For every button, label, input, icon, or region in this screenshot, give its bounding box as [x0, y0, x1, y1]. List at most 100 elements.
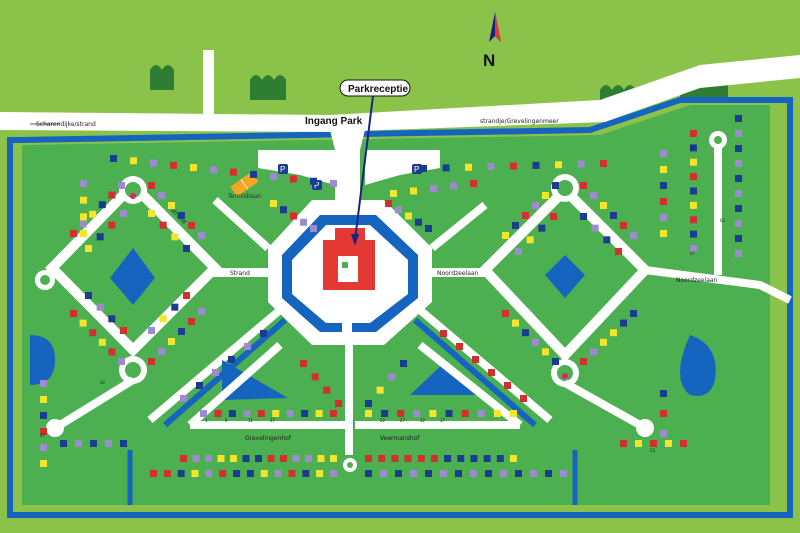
- house: [178, 212, 185, 219]
- house: [630, 310, 637, 317]
- house: [405, 212, 412, 220]
- house-number: 52: [650, 448, 656, 453]
- house: [150, 159, 157, 167]
- house: [85, 292, 92, 299]
- house: [205, 455, 212, 462]
- house: [660, 166, 667, 173]
- house: [690, 216, 697, 224]
- house: [735, 190, 742, 197]
- house: [620, 440, 627, 447]
- house: [735, 175, 742, 182]
- house: [120, 327, 127, 334]
- house: [118, 182, 125, 189]
- house: [610, 212, 617, 219]
- strand-road: [213, 268, 273, 277]
- noordzeelaan-label: Noordzeelaan: [437, 270, 479, 277]
- house: [205, 470, 213, 477]
- house: [735, 250, 742, 257]
- house: [150, 470, 157, 477]
- house: [158, 348, 165, 355]
- house: [98, 338, 106, 346]
- house: [148, 327, 155, 334]
- east-diamond-road: [478, 182, 652, 363]
- house: [580, 182, 587, 189]
- house: [365, 410, 372, 417]
- house: [75, 440, 82, 447]
- house: [302, 470, 310, 477]
- diagonal-nw: [212, 197, 271, 251]
- house: [365, 400, 372, 407]
- house: [110, 155, 117, 162]
- outer-canal: [7, 97, 793, 518]
- house: [98, 201, 106, 209]
- house: [470, 180, 477, 187]
- house: [660, 198, 667, 205]
- house: [219, 470, 227, 477]
- house: [70, 310, 77, 317]
- house: [735, 145, 742, 152]
- house: [404, 455, 412, 462]
- house: [80, 196, 87, 204]
- house: [198, 232, 205, 239]
- parking-symbol: P: [414, 165, 419, 174]
- house: [444, 455, 452, 462]
- se-roundabout: [636, 419, 654, 437]
- house: [526, 236, 534, 244]
- house: [502, 310, 509, 317]
- house: [500, 470, 507, 477]
- house: [171, 233, 179, 241]
- house: [365, 470, 372, 477]
- house: [660, 230, 667, 237]
- house: [660, 182, 667, 189]
- house: [520, 395, 527, 402]
- house: [512, 319, 519, 327]
- house: [96, 233, 104, 241]
- house: [255, 455, 262, 462]
- house: [200, 410, 207, 417]
- house: [288, 470, 296, 477]
- callout-box: [339, 79, 411, 97]
- house: [79, 319, 87, 327]
- house: [381, 410, 389, 417]
- house: [690, 173, 697, 181]
- house: [635, 440, 642, 447]
- house: [301, 410, 309, 417]
- house: [180, 395, 187, 402]
- grevelingenhof-label: Grevelingenhof: [245, 435, 292, 442]
- house: [532, 161, 540, 169]
- house: [178, 328, 185, 335]
- house: [130, 157, 137, 165]
- house: [630, 232, 637, 239]
- house: [461, 410, 469, 417]
- house: [274, 470, 282, 477]
- house: [120, 210, 127, 217]
- house: [376, 386, 384, 394]
- house: [230, 168, 237, 176]
- house: [257, 410, 265, 417]
- house: [600, 202, 607, 209]
- house: [615, 248, 622, 255]
- house: [188, 222, 195, 229]
- parking-east: [365, 150, 440, 185]
- house: [735, 205, 742, 212]
- roundabout-island: [125, 362, 141, 378]
- southeast-pond: [410, 362, 478, 395]
- north-label: N: [483, 51, 495, 70]
- house: [660, 410, 667, 417]
- house: [40, 460, 47, 467]
- house: [442, 164, 450, 172]
- reception-callout: Parkreceptie: [339, 79, 411, 246]
- east-corner-pond: [680, 335, 716, 396]
- house: [305, 455, 312, 462]
- house: [310, 177, 317, 185]
- house: [522, 329, 529, 337]
- house: [660, 214, 667, 221]
- house: [80, 213, 87, 221]
- house: [330, 180, 337, 187]
- house: [89, 329, 97, 337]
- house: [545, 470, 552, 477]
- house: [286, 410, 294, 417]
- house: [310, 225, 317, 232]
- inner-canal-west: [163, 317, 287, 428]
- house: [457, 455, 465, 462]
